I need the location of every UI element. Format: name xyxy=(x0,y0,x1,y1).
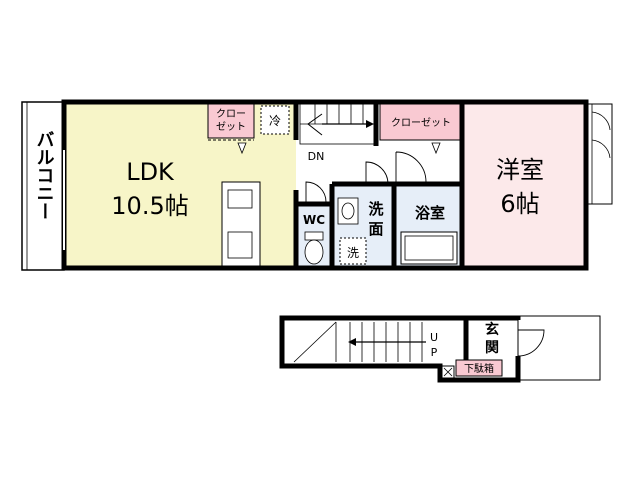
porch xyxy=(517,315,601,381)
stairs-up-label-1: U xyxy=(430,331,438,344)
closet-door-marker xyxy=(237,142,247,155)
right-window xyxy=(585,103,613,205)
stairs-up-arrow xyxy=(348,338,356,346)
stairs-down-label: DN xyxy=(308,150,325,163)
stairs-arrow xyxy=(307,113,323,136)
kitchen-sink xyxy=(227,189,253,209)
shoe-box xyxy=(455,359,503,377)
closet-large-door-marker xyxy=(431,142,441,155)
washroom-label-1: 洗 xyxy=(368,200,383,218)
western-name: 洋室 xyxy=(496,156,544,184)
washer-label: 洗 xyxy=(347,246,359,260)
entrance-door-swing xyxy=(517,329,545,357)
fridge-space xyxy=(260,105,290,135)
entrance-label-1: 玄 xyxy=(485,321,499,338)
washroom-label-2: 面 xyxy=(368,220,383,238)
western-room xyxy=(462,102,586,268)
stairs-up-label-2: P xyxy=(431,346,438,359)
bath-label: 浴室 xyxy=(415,204,445,222)
toilet-bowl xyxy=(304,239,324,265)
closet-small xyxy=(207,101,255,139)
western-door-swing xyxy=(395,151,427,184)
closet-small-label-2: ゼット xyxy=(216,121,246,133)
closet-small-label-1: クロー xyxy=(216,108,246,120)
toilet-door-swing xyxy=(305,181,327,203)
washroom-door-swing xyxy=(365,161,389,185)
closet-large-label: クローゼット xyxy=(391,117,451,129)
toilet-label: WC xyxy=(303,213,325,227)
balcony xyxy=(21,101,65,271)
kitchen-stove xyxy=(227,231,253,259)
shoe-box-label: 下駄箱 xyxy=(464,362,494,375)
balcony-label: バルコニー xyxy=(34,130,55,220)
entrance-label-2: 関 xyxy=(485,340,499,356)
closet-large xyxy=(379,103,463,141)
western-size: 6帖 xyxy=(500,190,539,218)
walls-lower xyxy=(279,315,521,383)
washer-space xyxy=(339,237,367,265)
fridge-label: 冷 xyxy=(269,114,281,128)
ldk-name: LDK xyxy=(126,158,175,186)
ldk-size: 10.5帖 xyxy=(111,192,188,220)
